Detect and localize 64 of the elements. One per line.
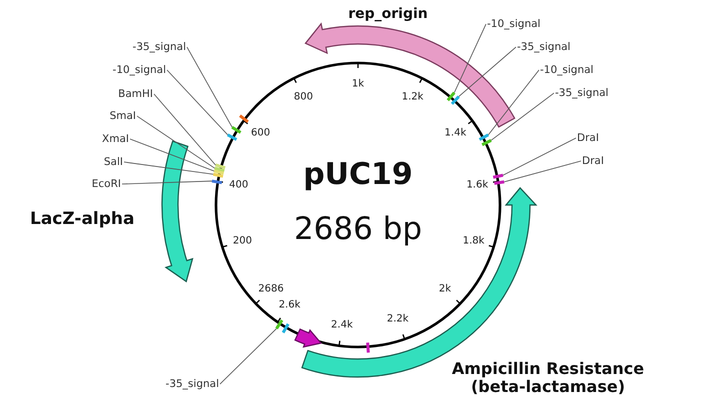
leader-line (458, 46, 516, 97)
site-label: XmaI (102, 133, 129, 146)
leader-line (488, 70, 540, 136)
leader-line (186, 46, 232, 128)
feature-label: Ampicillin Resistance (beta-lactamase) (451, 360, 645, 397)
leader-line (154, 94, 216, 166)
site-mark (275, 319, 284, 330)
site-mark (231, 126, 242, 134)
tick-label: 2686 (258, 284, 284, 295)
site-mark (212, 180, 222, 184)
tick-label: 2.4k (331, 319, 353, 330)
site-mark (214, 170, 224, 175)
site-label: EcoRI (92, 178, 121, 190)
leader-line (504, 160, 582, 182)
site-label: DraI (582, 155, 604, 168)
tick-label: 2.6k (278, 299, 300, 310)
tick-label: 200 (232, 235, 252, 246)
site-label: SmaI (110, 110, 136, 122)
tick-label: 800 (294, 92, 313, 102)
site-label: -10_signal (487, 18, 540, 30)
site-mark (212, 172, 224, 178)
site-mark (492, 174, 504, 179)
site-mark (215, 164, 226, 170)
tick-label: 2k (438, 284, 452, 295)
tick-label: 1.4k (444, 128, 466, 139)
tick-label: 1k (352, 78, 364, 90)
site-label: -35_signal (132, 41, 186, 54)
tick-label: 1.8k (462, 235, 484, 246)
site-mark (239, 114, 249, 123)
site-label: -35_signal (166, 378, 219, 390)
site-mark (366, 342, 370, 353)
tick-label: 1.6k (466, 179, 488, 190)
site-mark (226, 134, 238, 141)
site-label: -35_signal (555, 87, 608, 100)
site-mark (478, 134, 490, 141)
leader-line (490, 92, 554, 141)
leader-line (124, 162, 214, 175)
site-label: SalI (104, 156, 123, 168)
tick-label: 1.2k (402, 92, 424, 102)
site-mark (446, 92, 456, 102)
leader-line (220, 328, 277, 384)
site-mark (282, 323, 290, 334)
plasmid-length: 2686 bp (294, 212, 422, 246)
feature-label: rep_origin (348, 6, 428, 22)
leader-line (502, 138, 576, 176)
site-mark (450, 96, 460, 105)
tick-label: 400 (229, 179, 248, 190)
site-mark (481, 139, 492, 146)
leader-line (166, 70, 228, 136)
site-label: -10_signal (540, 64, 594, 76)
tick-label: 2.2k (386, 314, 409, 325)
site-label: -35_signal (517, 41, 570, 54)
leader-line (136, 116, 216, 169)
feature-label: LacZ-alpha (30, 210, 135, 230)
site-label: DraI (577, 132, 599, 144)
site-mark (494, 180, 504, 185)
tick-label: 600 (251, 128, 270, 139)
leader-line (130, 138, 214, 172)
site-label: BamHI (118, 88, 153, 100)
site-mark (214, 166, 225, 172)
site-label: -10_signal (112, 64, 166, 76)
leader-line (454, 24, 486, 94)
plasmid-name: pUC19 (303, 158, 413, 191)
leader-line (122, 180, 212, 184)
